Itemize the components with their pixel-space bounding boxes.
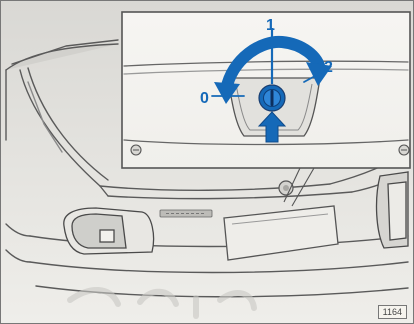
inset-detail-panel: 0 1 2 bbox=[122, 12, 410, 168]
position-label-2: 2 bbox=[324, 59, 333, 76]
lock-cylinder-icon bbox=[259, 85, 285, 111]
left-tail-light bbox=[64, 208, 154, 254]
panel-screw-left bbox=[131, 145, 141, 155]
figure-number: 1164 bbox=[378, 305, 407, 319]
model-badge bbox=[160, 210, 212, 217]
right-tail-light bbox=[377, 172, 408, 248]
position-label-1: 1 bbox=[266, 17, 275, 34]
position-label-0: 0 bbox=[200, 90, 209, 107]
panel-screw-right bbox=[399, 145, 409, 155]
